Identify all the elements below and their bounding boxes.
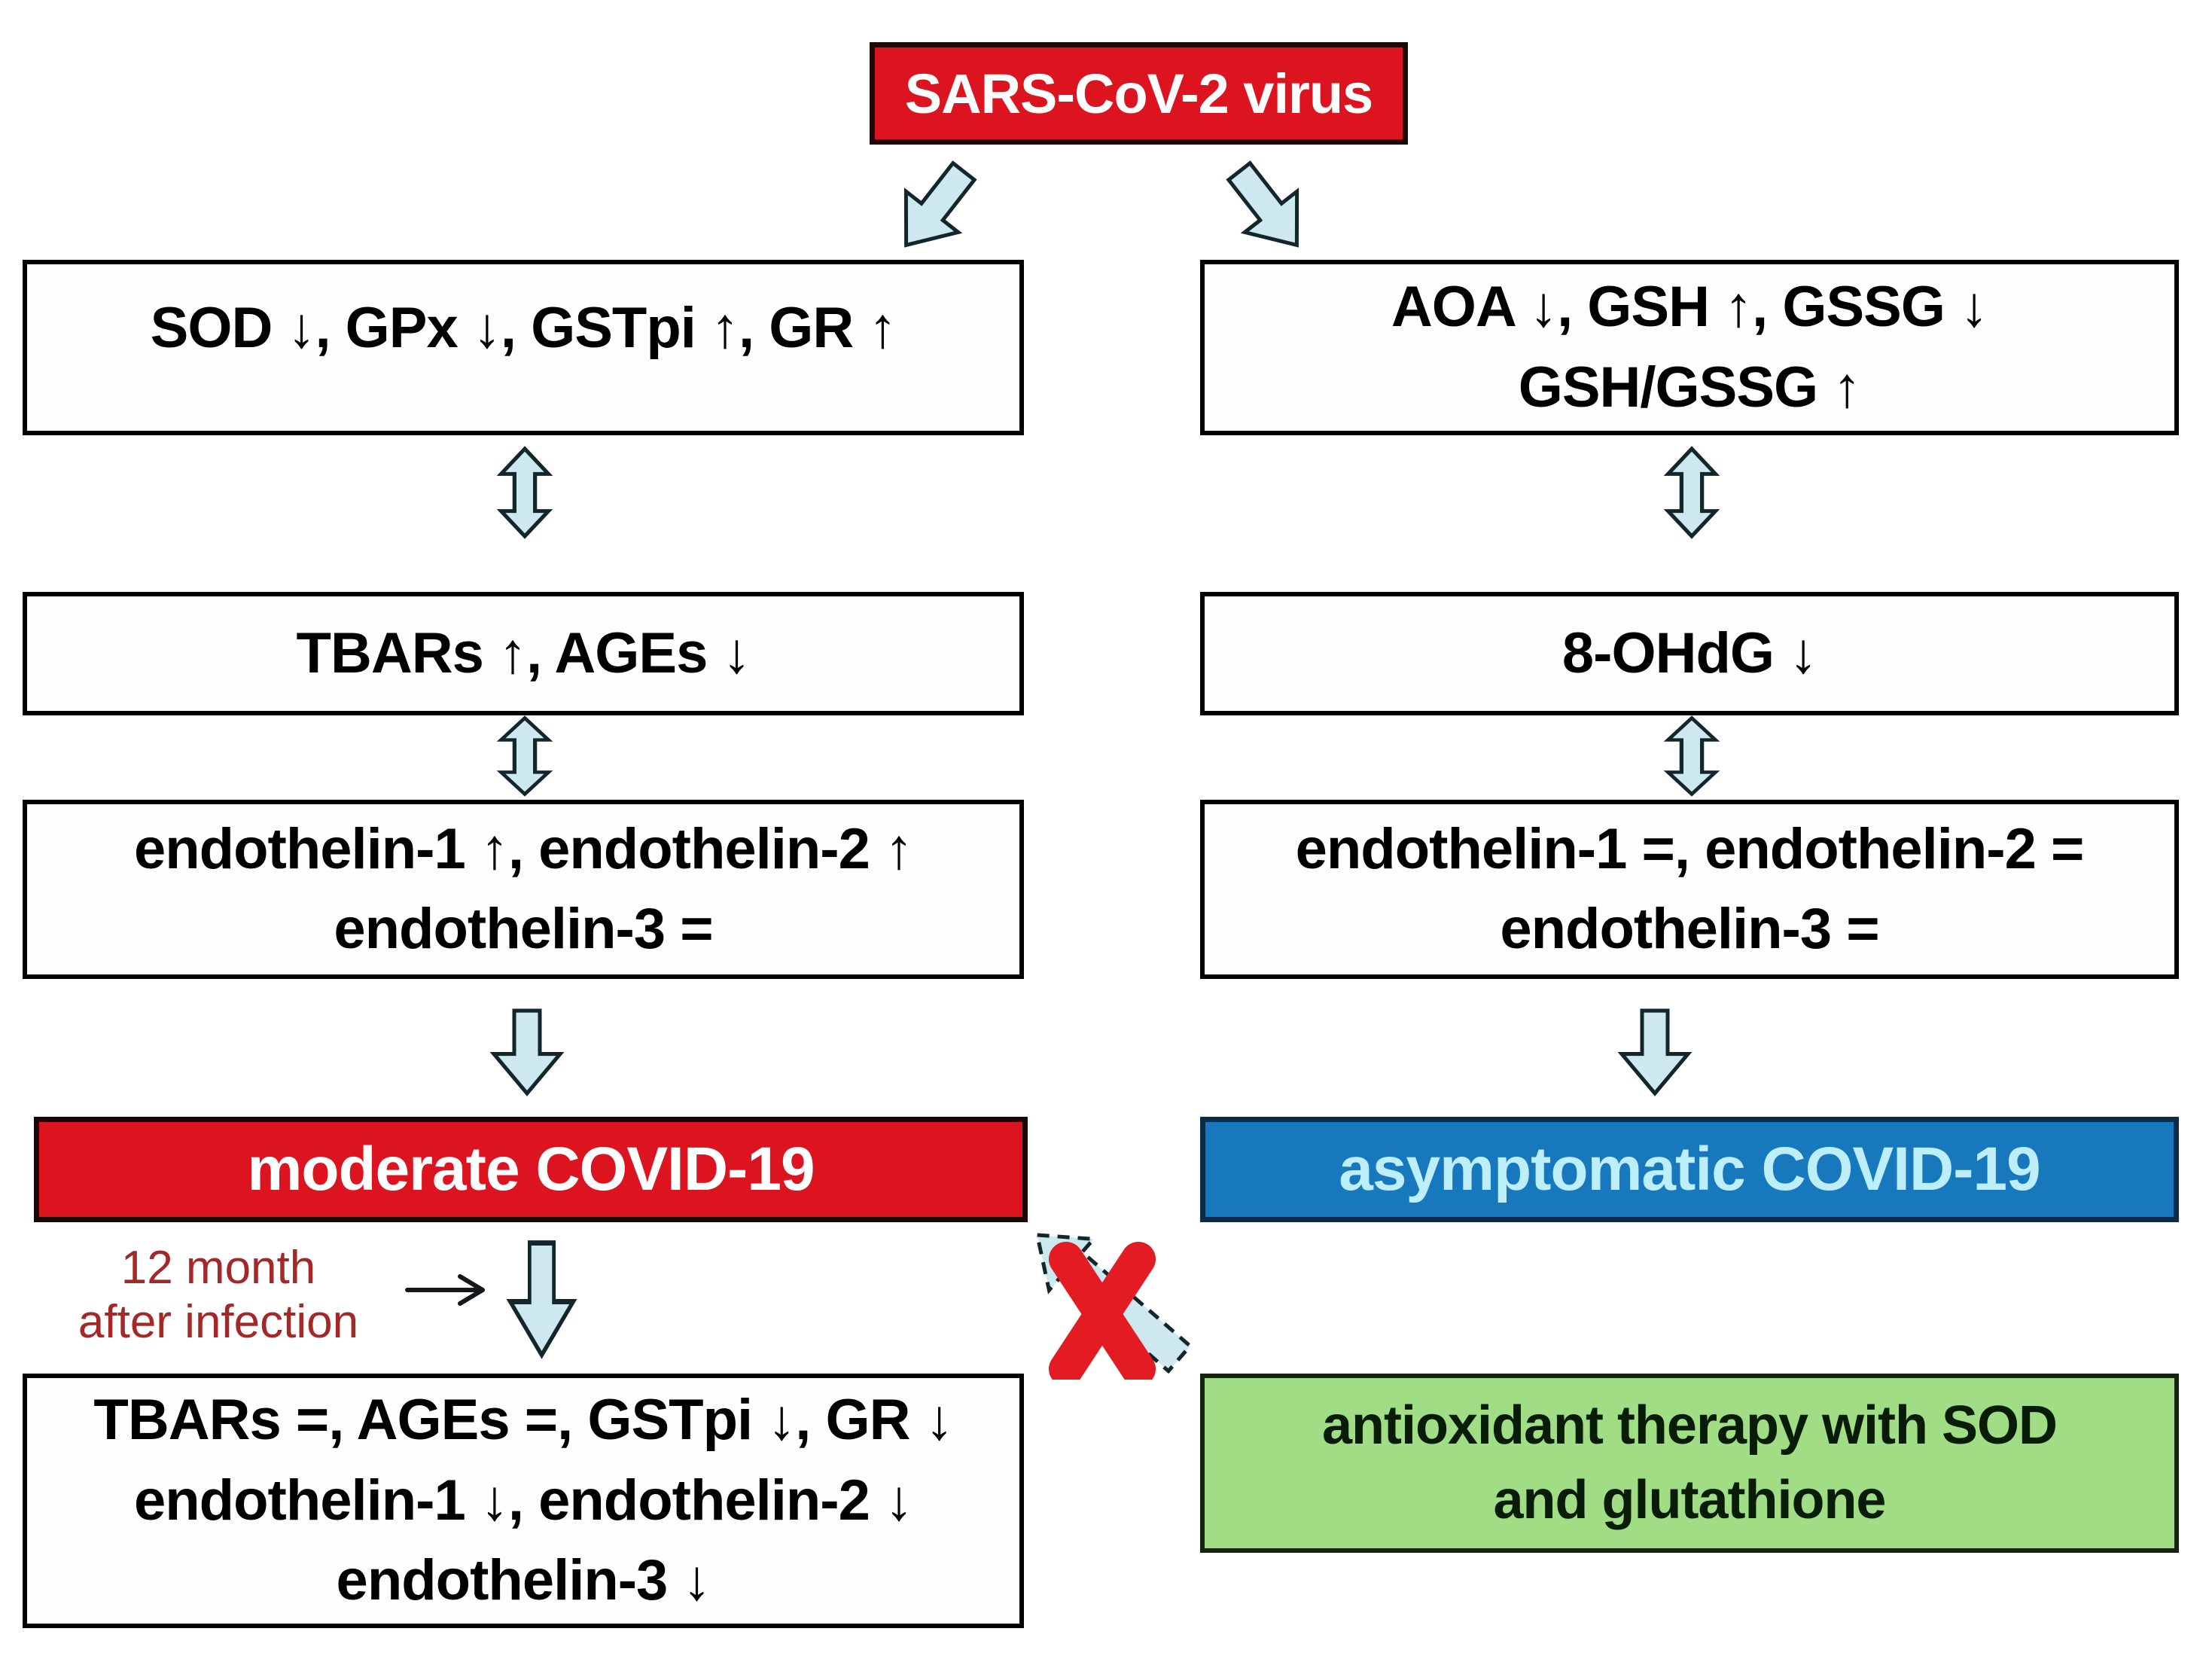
- right-dna-damage-text: 8-OHdG ↓: [1562, 621, 1817, 685]
- asymptomatic-covid-outcome-bar: asymptomatic COVID-19: [1200, 1117, 2179, 1222]
- branch-left-arrow-icon: [879, 151, 992, 264]
- left-followup-box: TBARs =, AGEs =, GSTpi ↓, GR ↓ endotheli…: [23, 1374, 1024, 1628]
- right-antioxidant-line1: AOA ↓, GSH ↑, GSSG ↓: [1391, 275, 1988, 340]
- right-antioxidant-line2: GSH/GSSG ↑: [1518, 355, 1862, 419]
- left-damage-box: TBARs ↑, AGEs ↓: [23, 592, 1024, 715]
- double-arrow-icon: [1660, 715, 1723, 797]
- left-enzymes-text: SOD ↓, GPx ↓, GSTpi ↑, GR ↑: [150, 296, 897, 360]
- followup-note: 12 month after infection: [53, 1241, 384, 1349]
- left-followup-line2: endothelin-1 ↓, endothelin-2 ↓: [133, 1468, 913, 1532]
- down-arrow-icon: [506, 1239, 577, 1359]
- down-arrow-icon: [1617, 1008, 1693, 1096]
- antioxidant-therapy-box: antioxidant therapy with SOD and glutath…: [1200, 1374, 2179, 1553]
- branch-right-arrow-icon: [1211, 151, 1324, 264]
- followup-note-line1: 12 month: [120, 1242, 316, 1294]
- double-arrow-icon: [493, 715, 556, 797]
- right-antioxidant-box: AOA ↓, GSH ↑, GSSG ↓ GSH/GSSG ↑: [1200, 260, 2179, 435]
- left-followup-line3: endothelin-3 ↓: [336, 1548, 711, 1613]
- left-followup-line1: TBARs =, AGEs =, GSTpi ↓, GR ↓: [93, 1388, 953, 1453]
- antioxidant-therapy-line1: antioxidant therapy with SOD: [1321, 1395, 2058, 1456]
- left-enzymes-box: SOD ↓, GPx ↓, GSTpi ↑, GR ↑: [23, 260, 1024, 435]
- left-endothelin-box: endothelin-1 ↑, endothelin-2 ↑ endotheli…: [23, 800, 1024, 979]
- asymptomatic-covid-label: asymptomatic COVID-19: [1339, 1135, 2040, 1203]
- moderate-covid-label: moderate COVID-19: [247, 1135, 815, 1203]
- left-damage-text: TBARs ↑, AGEs ↓: [296, 621, 751, 685]
- right-endothelin-box: endothelin-1 =, endothelin-2 = endotheli…: [1200, 800, 2179, 979]
- antioxidant-therapy-line2: and glutathione: [1493, 1470, 1887, 1530]
- double-arrow-icon: [493, 446, 556, 539]
- right-endothelin-line1: endothelin-1 =, endothelin-2 =: [1295, 816, 2085, 881]
- double-arrow-icon: [1660, 446, 1723, 539]
- left-endothelin-line2: endothelin-3 =: [334, 897, 713, 961]
- blocked-arrow-icon: [1018, 1214, 1199, 1380]
- pointer-arrow-icon: [403, 1267, 501, 1313]
- right-dna-damage-box: 8-OHdG ↓: [1200, 592, 2179, 715]
- down-arrow-icon: [489, 1008, 565, 1096]
- red-x-icon: [1049, 1242, 1156, 1380]
- sars-cov-2-virus-label: SARS-CoV-2 virus: [904, 62, 1373, 125]
- right-endothelin-line2: endothelin-3 =: [1500, 897, 1879, 961]
- moderate-covid-outcome-bar: moderate COVID-19: [34, 1117, 1028, 1222]
- followup-note-line2: after infection: [78, 1295, 359, 1348]
- left-endothelin-line1: endothelin-1 ↑, endothelin-2 ↑: [133, 816, 913, 881]
- sars-cov-2-virus-box: SARS-CoV-2 virus: [870, 42, 1408, 145]
